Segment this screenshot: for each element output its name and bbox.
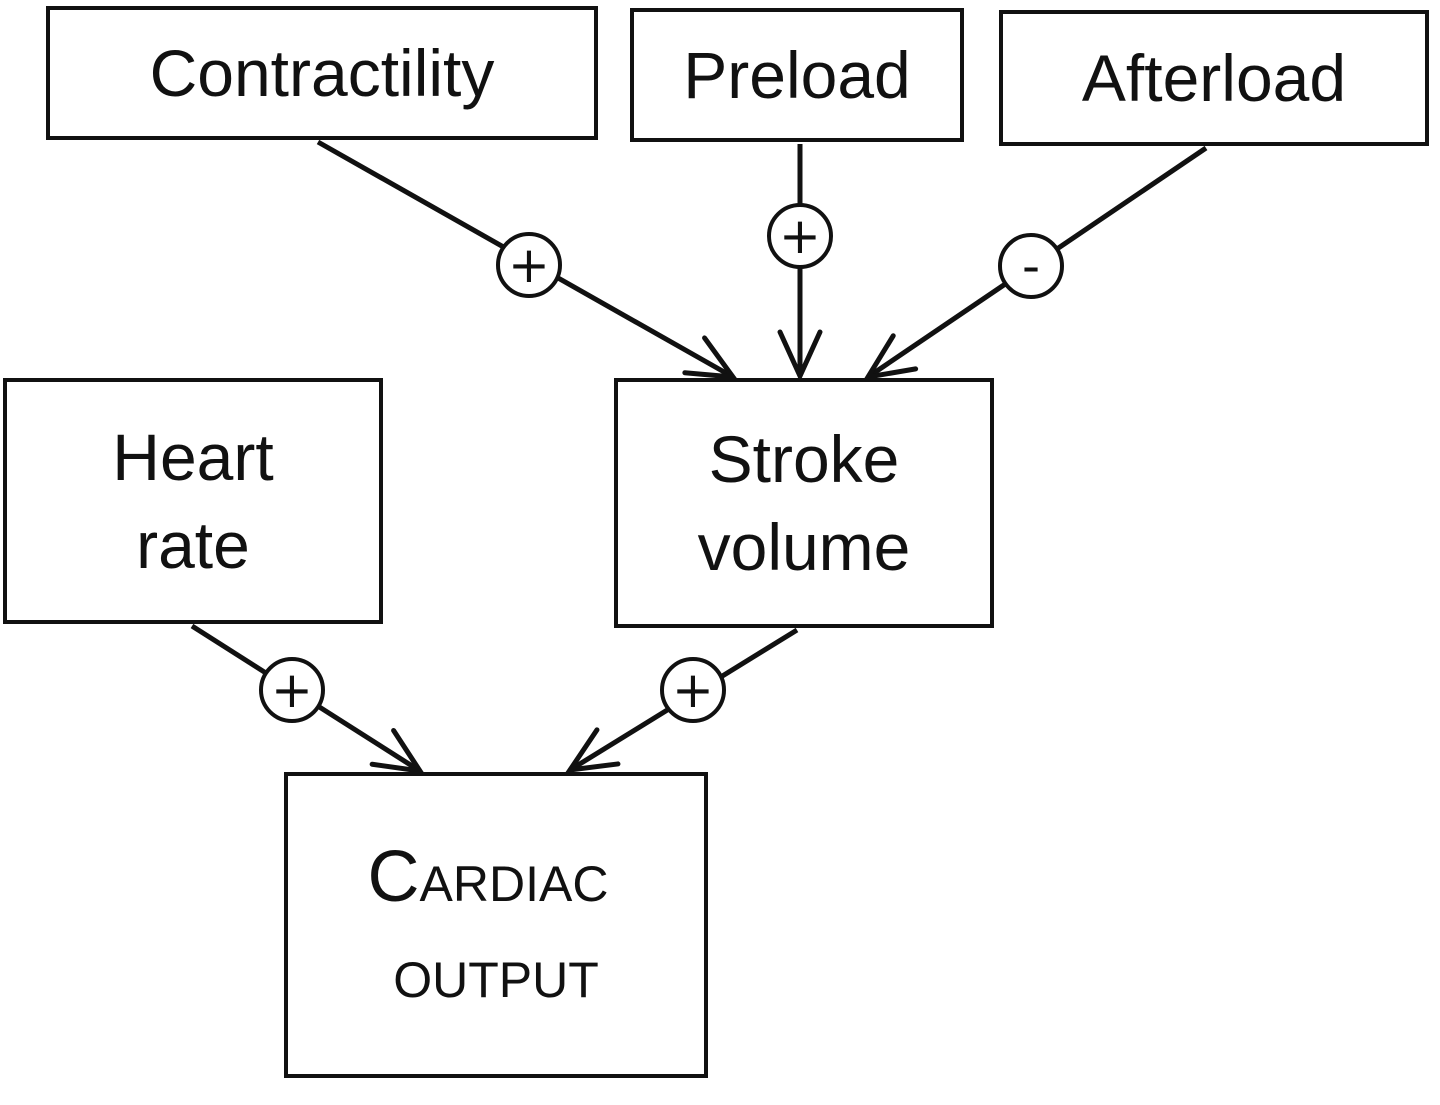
preload-label: Preload [683, 38, 911, 112]
positive-sign-preload: + [767, 203, 833, 269]
cardiac-output-node: Cardiac output [284, 772, 708, 1078]
stroke-volume-label-line2: volume [697, 510, 911, 584]
contractility-node: Contractility [46, 6, 598, 140]
afterload-label: Afterload [1081, 41, 1347, 115]
preload-node: Preload [630, 8, 964, 142]
cardiac-output-label-line2: output [393, 933, 599, 1013]
stroke-volume-label-line1: Stroke [708, 422, 900, 496]
heart-rate-label-line2: rate [136, 508, 250, 582]
heart-rate-node: Heart rate [3, 378, 383, 624]
contractility-label: Contractility [149, 36, 495, 110]
stroke-volume-node: Stroke volume [614, 378, 994, 628]
positive-sign-stroke-volume: + [660, 657, 726, 723]
heart-rate-label-line1: Heart [112, 420, 274, 494]
negative-sign-afterload: - [998, 233, 1064, 299]
positive-sign-contractility: + [496, 232, 562, 298]
cardiac-output-label-line1: Cardiac [367, 837, 609, 917]
positive-sign-heart-rate: + [259, 657, 325, 723]
afterload-node: Afterload [999, 10, 1429, 146]
